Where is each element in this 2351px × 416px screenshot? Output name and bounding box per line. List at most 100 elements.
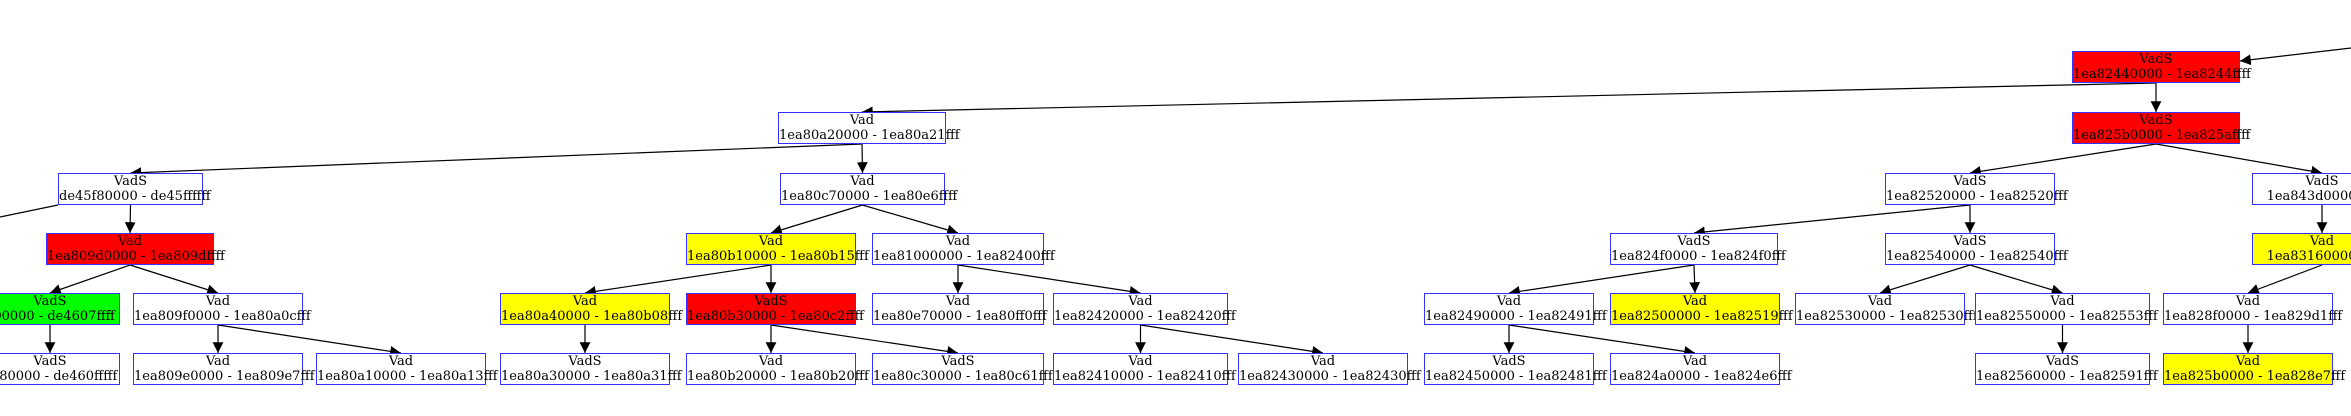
edge-n-l4-d-to-n-l5-f <box>770 324 959 357</box>
vad-node-type: Vad <box>1867 294 1893 309</box>
vad-node-range: 1ea825b0000 - 1ea825affff <box>2073 128 2251 143</box>
vad-node-range: 1ea828f0000 - 1ea829d1fff <box>2164 309 2343 324</box>
vad-node-type: VadS <box>33 354 67 369</box>
edge-n-l1-b-to-n-l2-c <box>1969 143 2157 177</box>
vad-node-range: 1ea80b10000 - 1ea80b15fff <box>687 249 869 264</box>
vad-node-type: VadS <box>2045 354 2080 369</box>
vad-node-type: Vad <box>1128 294 1153 309</box>
edge-n-l3-c-to-n-l4-f <box>957 264 1141 297</box>
edge-n-l3-a-to-n-l4-b <box>129 264 219 295</box>
vad-node-type: VadS <box>2139 113 2173 128</box>
vad-node-range: 1ea82490000 - 1ea82491fff <box>1425 309 1607 324</box>
vad-node-type: VadS <box>1677 234 1711 249</box>
vad-node-type: Vad <box>388 354 414 369</box>
vad-node-type: VadS <box>113 174 148 189</box>
vad-node-type: Vad <box>2050 294 2075 309</box>
vad-node-type: VadS <box>941 354 975 369</box>
vad-node-type: Vad <box>1682 354 1708 369</box>
vad-node-n-l5-a: VadS6080000 - de460fffff <box>0 353 120 385</box>
vad-node-type: Vad <box>117 234 143 249</box>
edge-n-l2-a-to-n-l3-a <box>124 204 136 234</box>
vad-node-type: Vad <box>205 354 231 369</box>
vad-node-range: 1ea82550000 - 1ea82553fff <box>1976 309 2158 324</box>
vad-node-range: 1ea809d0000 - 1ea809dffff <box>47 249 225 264</box>
edge-n-l3-e-to-n-l4-i <box>1879 264 1971 295</box>
vad-node-type: VadS <box>1492 354 1526 369</box>
vad-node-type: Vad <box>1496 294 1522 309</box>
vad-node-range: 1ea809e0000 - 1ea809e7fff <box>134 369 315 384</box>
vad-node-range: 1ea80c30000 - 1ea80c61fff <box>873 369 1053 384</box>
vad-node-type: Vad <box>1128 354 1153 369</box>
vad-node-range: 1ea83160000 - 1 <box>2266 249 2351 264</box>
vad-node-type: Vad <box>1310 354 1336 369</box>
vad-node-range: 1ea81000000 - 1ea82400fff <box>873 249 1055 264</box>
edge-n-l4-g-to-n-l5-j <box>1508 324 1696 357</box>
edge-n-l3-e-to-n-l4-j <box>1969 264 2063 296</box>
vad-node-type: VadS <box>1953 234 1987 249</box>
edge-n-root-right-to-n-l1-a <box>861 82 2157 118</box>
vad-node-range: 1ea82440000 - 1ea8244ffff <box>2073 67 2251 82</box>
vad-node-range: 1ea809f0000 - 1ea80a0cfff <box>134 309 311 324</box>
edge-n-l1-a-to-n-l2-a <box>130 143 863 178</box>
vad-node-type: Vad <box>205 294 231 309</box>
vad-node-type: VadS <box>33 294 67 309</box>
vad-node-type: Vad <box>2235 294 2261 309</box>
vad-node-range: 1ea80b20000 - 1ea80b20fff <box>687 369 869 384</box>
edge-n-l3-b-to-n-l4-c <box>584 264 772 297</box>
vad-node-range: 1ea80a40000 - 1ea80b08fff <box>501 309 683 324</box>
edge-n-l1-a-to-n-l2-b <box>856 143 868 174</box>
vad-node-range: 1ea82410000 - 1ea82410fff <box>1054 369 1236 384</box>
vad-node-range: 1ea80a10000 - 1ea80a13fff <box>317 369 498 384</box>
vad-node-range: 1ea825b0000 - 1ea828e7fff <box>2164 369 2346 384</box>
edge-outgoing-left <box>0 204 59 218</box>
edge-n-l1-b-to-n-l2-d <box>2155 143 2323 177</box>
edge-n-l3-d-to-n-l4-g <box>1508 264 1695 297</box>
edge-incoming-root <box>2239 47 2351 66</box>
vad-node-type: Vad <box>572 294 598 309</box>
vad-node-type: Vad <box>945 234 971 249</box>
edge-n-l3-f-to-n-l4-k <box>2247 264 2323 295</box>
vad-node-range: 1ea82450000 - 1ea82481fff <box>1425 369 1607 384</box>
vad-node-n-l4-a: VadS000000 - de4607ffff <box>0 293 120 325</box>
vad-node-type: VadS <box>568 354 602 369</box>
vad-node-range: 1ea82520000 - 1ea82520fff <box>1886 189 2068 204</box>
vad-node-range: 6080000 - de460fffff <box>0 369 118 384</box>
vad-node-range: 1ea80e70000 - 1ea80ff0fff <box>873 309 1047 324</box>
vad-node-range: 1ea80b30000 - 1ea80c2ffff <box>687 309 864 324</box>
vad-node-type: Vad <box>850 174 875 189</box>
edge-n-l3-a-to-n-l4-a <box>49 264 131 295</box>
vad-node-range: 000000 - de4607ffff <box>0 309 115 324</box>
vad-node-type: Vad <box>2309 234 2335 249</box>
vad-node-range: 1ea82560000 - 1ea82591fff <box>1976 369 2158 384</box>
vad-node-range: 1ea82540000 - 1ea82540fff <box>1886 249 2068 264</box>
vad-node-range: 1ea824f0000 - 1ea824f0fff <box>1611 249 1786 264</box>
vad-node-type: VadS <box>2305 174 2339 189</box>
